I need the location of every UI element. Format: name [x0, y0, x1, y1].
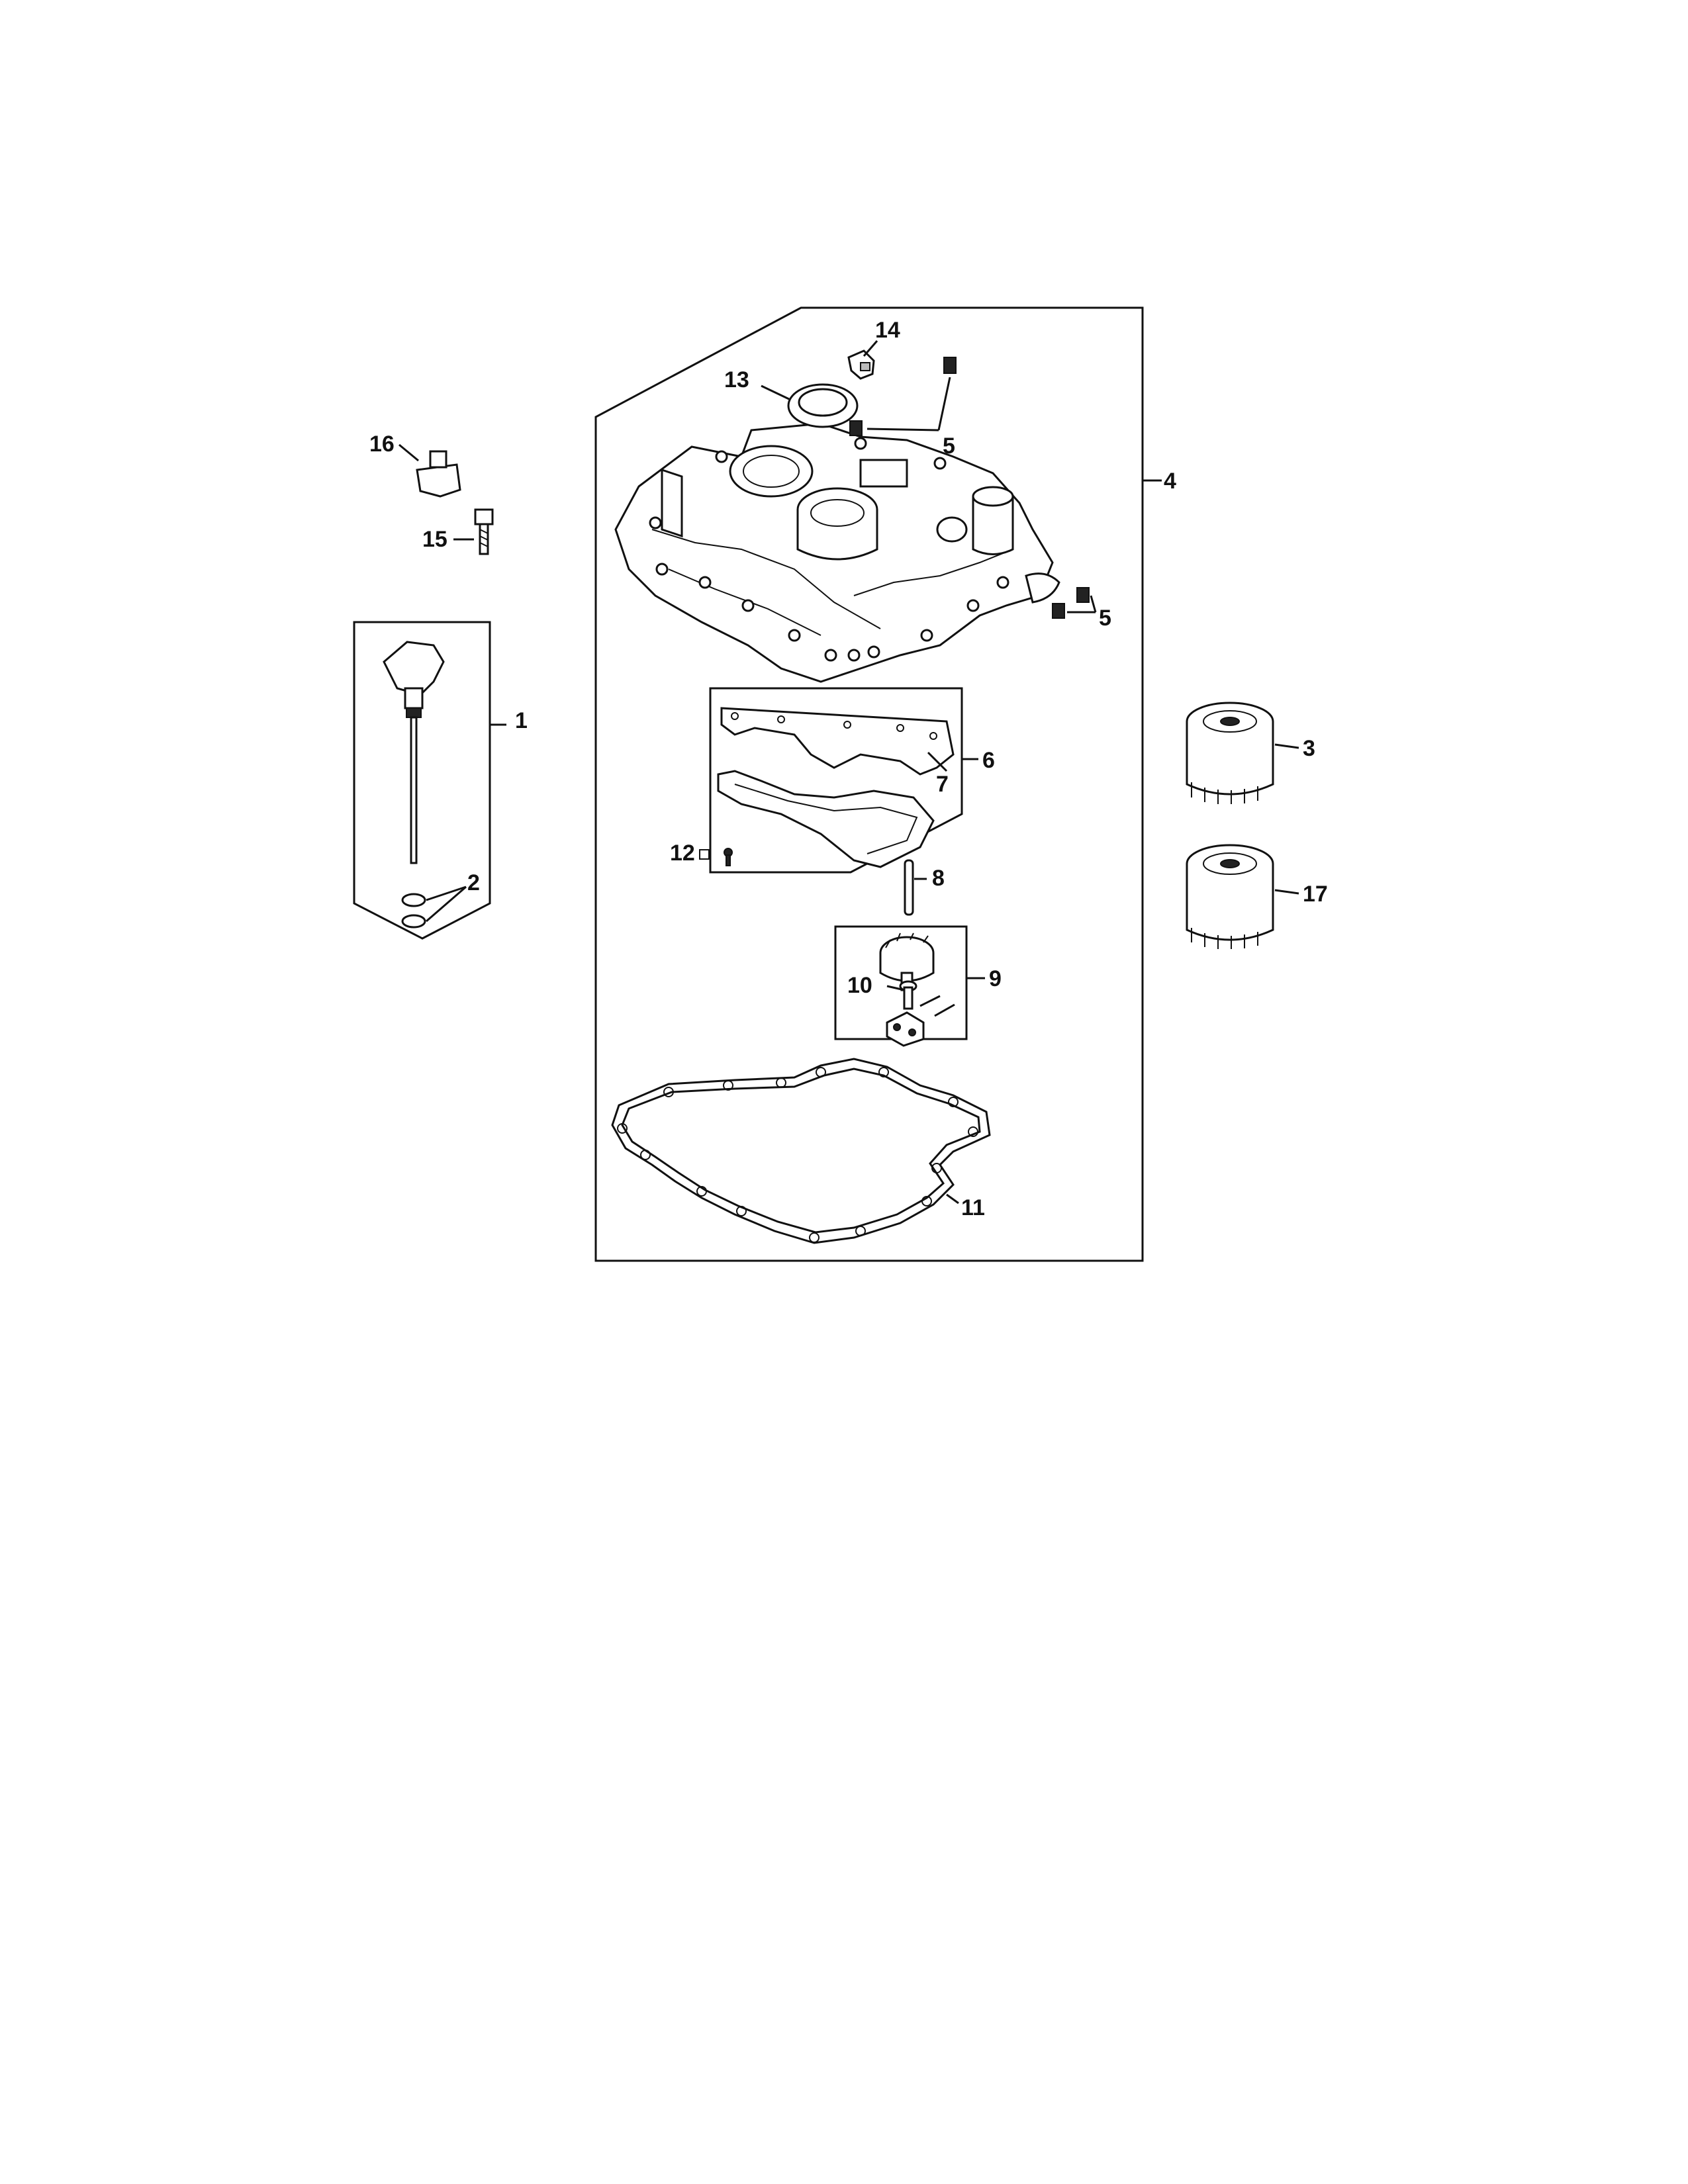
oil-fill-cap — [416, 450, 461, 498]
screw — [699, 848, 733, 866]
callout-5-top: 5 — [943, 433, 955, 459]
dipstick — [383, 641, 445, 864]
gasket — [717, 770, 935, 868]
callout-4: 4 — [1164, 469, 1176, 494]
callout-16: 16 — [369, 432, 395, 457]
callout-11: 11 — [961, 1195, 985, 1220]
oil-filter-17 — [1186, 844, 1274, 949]
callout-14: 14 — [875, 318, 900, 343]
oil-seal — [787, 383, 859, 428]
callout-3: 3 — [1303, 736, 1315, 761]
callout-8: 8 — [932, 866, 945, 891]
callout-17: 17 — [1303, 882, 1328, 907]
oil-pump-outline — [834, 925, 968, 1040]
dipstick-group-outline — [353, 621, 491, 940]
callout-12: 12 — [670, 841, 695, 866]
oil-filter-3 — [1186, 702, 1274, 804]
plug-right — [1052, 587, 1090, 619]
pump-rotor — [886, 1011, 925, 1047]
callout-7: 7 — [936, 772, 949, 797]
pan-gasket — [611, 1058, 991, 1244]
pump-shaft — [899, 980, 917, 1010]
pin — [904, 859, 914, 916]
o-rings — [401, 893, 426, 929]
callout-6: 6 — [982, 748, 995, 773]
callout-9: 9 — [989, 966, 1002, 991]
gasket-plate — [720, 707, 955, 776]
callout-10: 10 — [847, 973, 872, 998]
pump-pins — [919, 995, 955, 1017]
callout-13: 13 — [724, 367, 749, 392]
group-4-outline — [594, 306, 1144, 1262]
oil-pump-gear — [879, 933, 935, 991]
elbow-fitting — [847, 349, 875, 380]
callout-2: 2 — [467, 870, 480, 895]
bolt — [474, 508, 494, 555]
oil-pan — [614, 422, 1060, 683]
callout-5-right: 5 — [1099, 606, 1111, 631]
plug-top — [849, 357, 957, 436]
callout-15: 15 — [422, 527, 447, 552]
callout-1: 1 — [515, 708, 528, 733]
